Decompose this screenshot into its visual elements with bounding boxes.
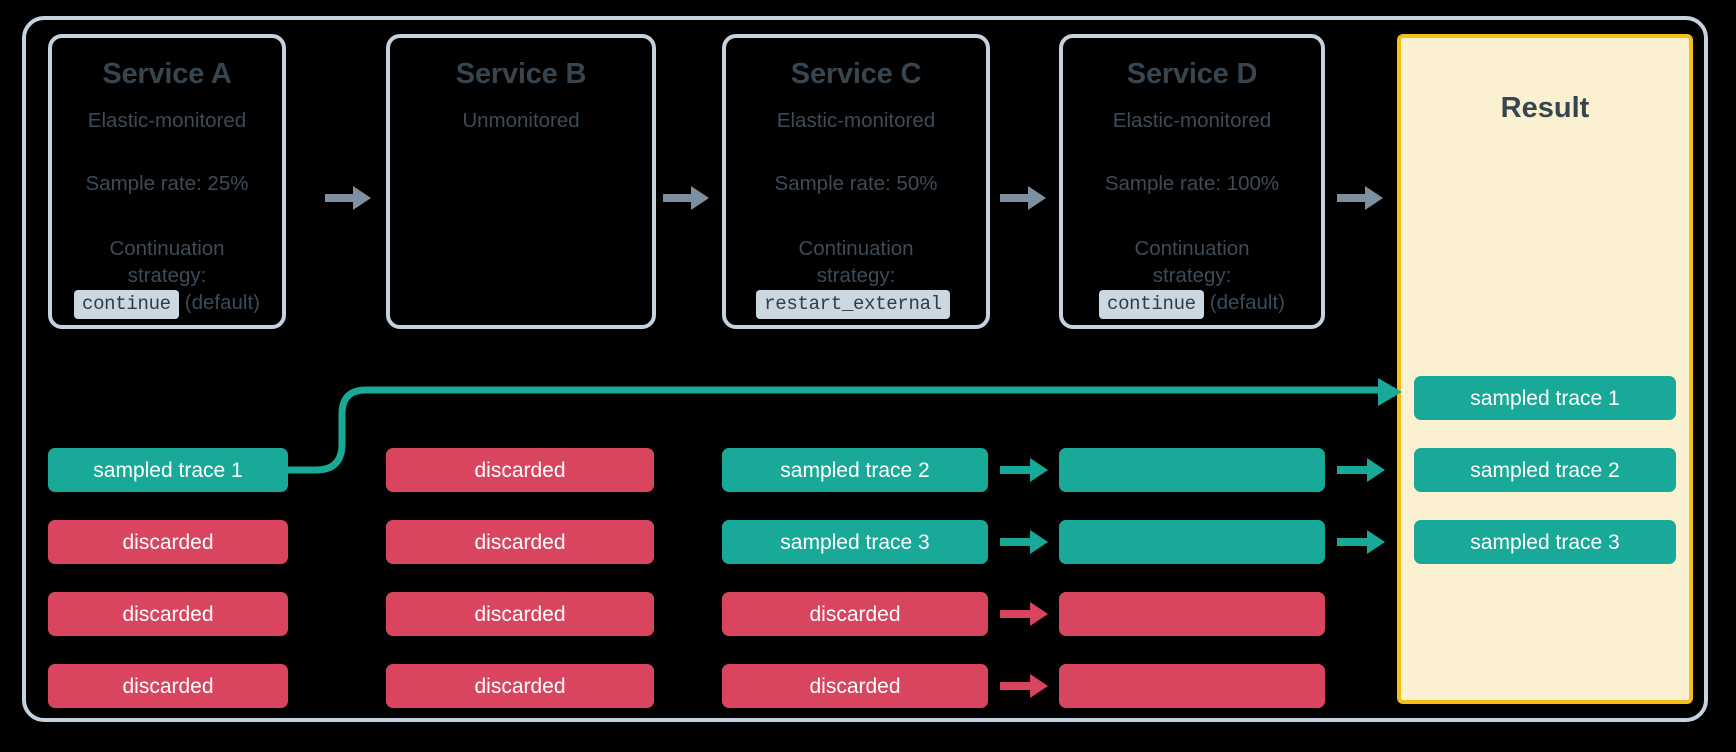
arrow-c1-to-d1-icon [1000,458,1048,482]
trace-bar-b-3[interactable]: discarded [386,592,654,636]
result-bar-3[interactable]: sampled trace 3 [1414,520,1676,564]
trace-bar-d-1[interactable] [1059,448,1325,492]
service-a-strategy-label: Continuation strategy: [52,235,282,290]
trace-bar-c-2[interactable]: sampled trace 3 [722,520,988,564]
service-d-sample-rate: Sample rate: 100% [1104,171,1280,195]
result-panel: Result [1397,34,1693,704]
service-d-monitoring: Elastic-monitored [1112,109,1272,133]
service-a-sample-rate: Sample rate: 25% [85,171,249,195]
result-bar-1[interactable]: sampled trace 1 [1414,376,1676,420]
service-box-b: Service B Unmonitored [386,34,656,329]
trace-bar-d-4[interactable] [1059,664,1325,708]
service-c-strategy-line2: strategy: [816,263,896,287]
service-c-title: Service C [790,58,922,90]
trace-bar-b-4[interactable]: discarded [386,664,654,708]
trace-bar-c-3[interactable]: discarded [722,592,988,636]
service-c-sample-rate: Sample rate: 50% [774,171,938,195]
arrow-a-to-b-icon [325,186,371,210]
arrow-c4-to-d4-icon [1000,674,1048,698]
arrow-b-to-c-icon [663,186,709,210]
service-box-d: Service D Elastic-monitored Sample rate:… [1059,34,1325,329]
service-a-strategy-note: (default) [184,291,261,315]
service-d-strategy-note: (default) [1209,291,1286,315]
arrow-d2-to-result3-icon [1337,530,1385,554]
trace-bar-d-3[interactable] [1059,592,1325,636]
trace-bar-b-2[interactable]: discarded [386,520,654,564]
service-b-title: Service B [455,58,587,90]
trace-bar-c-4[interactable]: discarded [722,664,988,708]
trace-bar-b-1[interactable]: discarded [386,448,654,492]
service-a-monitoring: Elastic-monitored [87,109,247,133]
service-d-strategy-line2: strategy: [1152,263,1232,287]
result-bar-2[interactable]: sampled trace 2 [1414,448,1676,492]
service-c-strategy-value: restart_external [726,290,986,320]
trace-bar-a-4[interactable]: discarded [48,664,288,708]
service-a-strategy-line2: strategy: [127,263,207,287]
trace-bar-a-3[interactable]: discarded [48,592,288,636]
service-d-strategy-value: continue(default) [1063,290,1321,320]
service-d-strategy-code: continue [1098,290,1204,320]
service-d-strategy-line1: Continuation [1134,236,1250,260]
trace-bar-a-2[interactable]: discarded [48,520,288,564]
arrow-d1-to-result2-icon [1337,458,1385,482]
arrow-c-to-d-icon [1000,186,1046,210]
trace-bar-d-2[interactable] [1059,520,1325,564]
result-title: Result [1500,92,1590,124]
trace-bar-a-1[interactable]: sampled trace 1 [48,448,288,492]
service-box-a: Service A Elastic-monitored Sample rate:… [48,34,286,329]
service-a-strategy-code: continue [73,290,179,320]
service-c-strategy-line1: Continuation [798,236,914,260]
service-c-strategy-label: Continuation strategy: [726,235,986,290]
service-b-monitoring: Unmonitored [462,109,580,133]
service-a-strategy-line1: Continuation [109,236,225,260]
arrow-d-to-result-icon [1337,186,1383,210]
service-d-title: Service D [1126,58,1258,90]
service-d-strategy-label: Continuation strategy: [1063,235,1321,290]
service-box-c: Service C Elastic-monitored Sample rate:… [722,34,990,329]
arrow-c3-to-d3-icon [1000,602,1048,626]
service-a-title: Service A [102,58,232,90]
service-c-strategy-code: restart_external [756,290,950,320]
service-a-strategy-value: continue(default) [52,290,282,320]
service-c-monitoring: Elastic-monitored [776,109,936,133]
arrow-c2-to-d2-icon [1000,530,1048,554]
trace-bar-c-1[interactable]: sampled trace 2 [722,448,988,492]
